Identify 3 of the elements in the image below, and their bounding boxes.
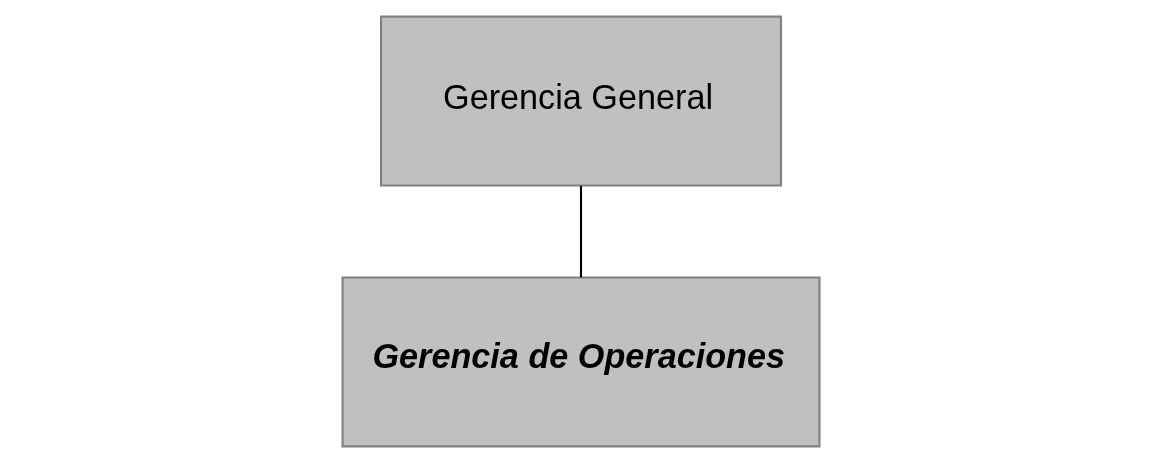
node-box: Gerencia de Operaciones: [341, 276, 821, 448]
node-box: Gerencia General: [379, 15, 782, 187]
connector: [579, 185, 582, 278]
